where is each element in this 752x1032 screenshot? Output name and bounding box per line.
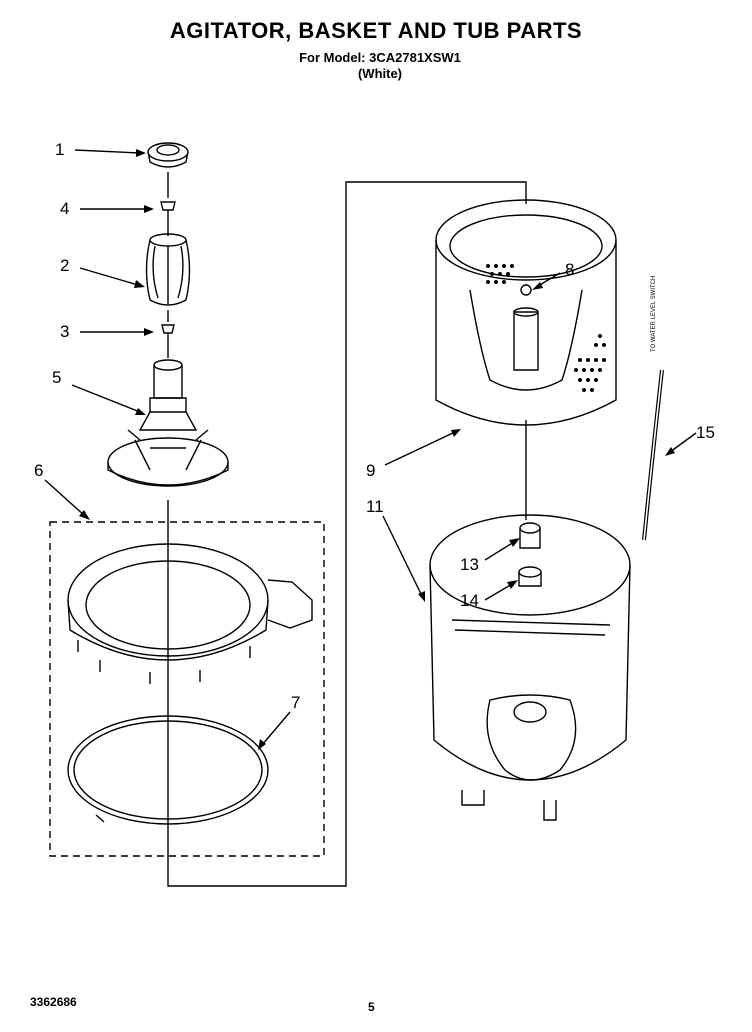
callout-6: 6 [34,461,44,480]
callout-11: 11 [366,497,384,516]
part-5-agitator-base [107,359,229,487]
part-14-nut [518,566,542,587]
side-note-water-level: TO WATER LEVEL SWITCH [651,275,657,352]
callout-8: 8 [565,260,575,279]
part-2-agitator-sleeve [145,233,191,322]
callout-4: 4 [60,199,70,218]
part-9-basket [435,199,617,426]
callout-2: 2 [60,256,70,275]
callout-7: 7 [291,693,301,712]
callout-13: 13 [460,555,479,574]
part-7-gasket [67,715,269,825]
connection-lines [167,181,527,887]
model-info: For Model: 3CA2781XSW1 (White) [260,50,500,82]
part-13-nut [519,522,541,549]
doc-number: 3362686 [30,995,77,1009]
leader-lines [44,149,697,750]
callout-9: 9 [366,461,376,480]
part-11-outer-tub [429,514,631,821]
model-number: For Model: 3CA2781XSW1 [299,50,461,65]
callout-1: 1 [55,140,65,159]
callout-14: 14 [460,591,479,610]
page-number: 5 [368,1000,375,1014]
callout-5: 5 [52,368,62,387]
model-color: (White) [357,66,403,81]
callout-15: 15 [696,423,715,442]
part-4-fastener [160,201,176,236]
part-15-hose [642,369,664,541]
callout-3: 3 [60,322,70,341]
part-1-agitator-cap [147,142,189,198]
part-3-fastener [161,324,175,358]
part-6-group-box [49,521,325,857]
part-6-tub-ring [67,543,313,684]
page-title: AGITATOR, BASKET AND TUB PARTS [169,18,583,43]
